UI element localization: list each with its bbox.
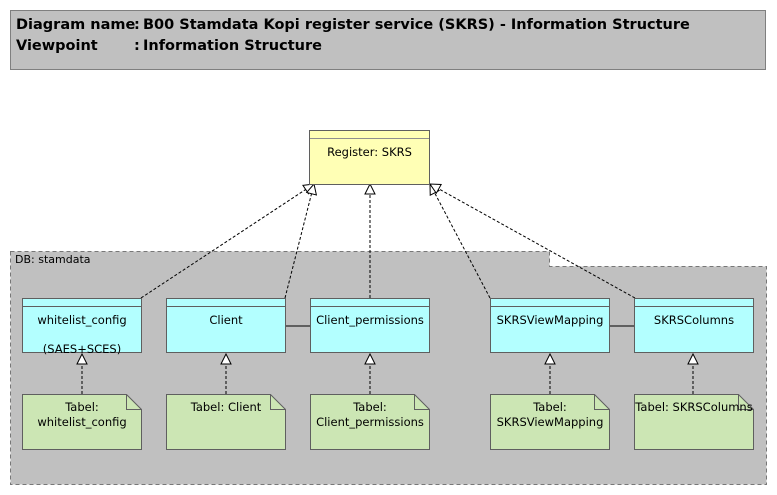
diagram-name-separator: :	[134, 17, 140, 33]
table-label-line: whitelist_config	[37, 313, 127, 327]
note-whitelist-config: Tabel: whitelist_config	[22, 400, 142, 430]
note-shape-client[interactable]	[166, 394, 286, 450]
viewpoint-separator: :	[134, 38, 140, 54]
note-text-line: Client_permissions	[316, 415, 424, 429]
diagram-header: Diagram name : B00 Stamdata Kopi registe…	[10, 10, 766, 70]
realization-skrsviewmapping-to-register[interactable]	[430, 184, 491, 299]
client-permissions-box[interactable]: Client_permissions	[310, 298, 430, 353]
whitelist-config-box[interactable]: whitelist_config (SAES+SCES)	[22, 298, 142, 356]
table-label-line: SKRSViewMapping	[496, 313, 604, 327]
note-text-line: Tabel: SKRSColumns	[635, 400, 753, 414]
realization-skrscolumns-to-register[interactable]	[430, 184, 636, 299]
register-skrs-box[interactable]: Register: SKRS	[309, 130, 430, 185]
viewpoint-value: Information Structure	[143, 38, 322, 54]
note-text-line: Tabel:	[353, 400, 387, 414]
client-box[interactable]: Client	[166, 298, 286, 353]
note-text-line: SKRSViewMapping	[496, 415, 604, 429]
skrs-view-mapping-box[interactable]: SKRSViewMapping	[490, 298, 610, 353]
group-label: DB: stamdata	[15, 253, 91, 266]
skrs-columns-box[interactable]: SKRSColumns	[634, 298, 754, 353]
realization-whitelist-to-register[interactable]	[140, 184, 314, 299]
note-text-line: Tabel: Client	[190, 400, 262, 414]
viewpoint-label: Viewpoint	[16, 38, 98, 54]
note-client: Tabel: Client	[166, 400, 286, 415]
register-label: Register: SKRS	[327, 145, 412, 159]
table-label-line: SKRSColumns	[653, 313, 735, 327]
note-text-line: whitelist_config	[37, 415, 127, 429]
table-label-line: Client	[209, 313, 243, 327]
table-label-line: Client_permissions	[316, 313, 424, 327]
note-shape-skrsviewmapping[interactable]	[490, 394, 610, 450]
note-shape-skrscolumns[interactable]	[634, 394, 754, 450]
note-shape-client-permissions[interactable]	[310, 394, 430, 450]
note-text-line: Tabel:	[65, 400, 99, 414]
note-shape-whitelist[interactable]	[22, 394, 142, 450]
table-label-line: (SAES+SCES)	[42, 342, 122, 356]
note-text-line: Tabel:	[533, 400, 567, 414]
note-skrs-columns: Tabel: SKRSColumns	[634, 400, 754, 415]
note-client-permissions: Tabel: Client_permissions	[310, 400, 430, 430]
diagram-name-value: B00 Stamdata Kopi register service (SKRS…	[143, 17, 690, 33]
diagram-name-label: Diagram name	[16, 17, 136, 33]
note-skrs-view-mapping: Tabel: SKRSViewMapping	[490, 400, 610, 430]
